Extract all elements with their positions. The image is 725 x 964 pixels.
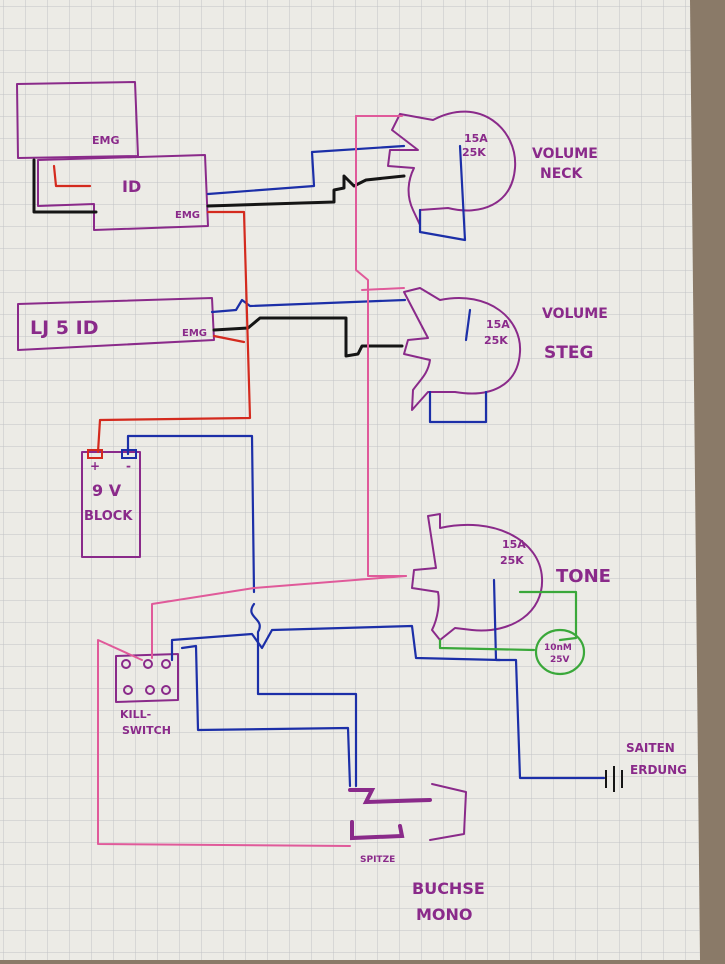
- jack-name-1: BUCHSE: [412, 879, 485, 898]
- battery-terminal-minus: [121, 449, 137, 459]
- blue-wire-steg-hot: [210, 298, 407, 314]
- green-wire-cap: [518, 590, 578, 642]
- paper-grid: [0, 0, 700, 960]
- battery-outline: [81, 451, 141, 558]
- blue-wire-bus: [250, 602, 358, 788]
- killswitch-lug-4: [123, 685, 133, 695]
- volume-steg-name-1: VOLUME: [542, 306, 608, 322]
- tone-pot: [411, 513, 544, 641]
- battery-terminal-plus: [87, 449, 103, 459]
- blue-wire-tone-wiper: [492, 578, 606, 780]
- green-wire-cap-lug: [438, 638, 536, 652]
- killswitch-lug-2: [143, 659, 153, 669]
- jack-tip-contact: [350, 820, 405, 841]
- volume-steg-value-1: 15A: [486, 318, 510, 331]
- jack-name-2: MONO: [416, 905, 473, 924]
- blue-wire-tone-ground: [170, 624, 502, 662]
- blue-wire-neck-hot: [206, 144, 406, 196]
- tone-value-2: 25K: [500, 554, 524, 567]
- neck-pickup-outline-top: [16, 81, 139, 159]
- battery-label-1: 9 V: [92, 481, 122, 500]
- battery-minus-label: -: [126, 459, 131, 473]
- black-wire-neck-pickup: [32, 158, 98, 214]
- killswitch-lug-1: [121, 659, 131, 669]
- jack-body-outline: [429, 783, 467, 841]
- pink-wire-steg-lug: [361, 287, 405, 291]
- blue-wire-neck-lug: [418, 144, 467, 242]
- volume-neck-name-1: VOLUME: [532, 146, 598, 162]
- jack-sleeve-contact: [348, 788, 432, 805]
- capacitor-value-2: 25V: [550, 655, 570, 665]
- killswitch-lug-5: [145, 685, 155, 695]
- pink-wire-ground-bus: [355, 115, 407, 577]
- volume-neck-value-2: 25K: [462, 146, 486, 159]
- red-wire-steg-pickup: [212, 334, 246, 344]
- killswitch-label-2: SWITCH: [122, 724, 171, 737]
- killswitch-lug-3: [161, 659, 171, 669]
- tone-name: TONE: [556, 566, 611, 587]
- bridge-pickup-outline: [17, 297, 215, 351]
- killswitch-lug-6: [161, 685, 171, 695]
- bridge-pickup-label-out: EMG: [182, 328, 207, 339]
- blue-wire-steg-wiper: [464, 308, 472, 342]
- killswitch-label-1: KILL-: [120, 708, 151, 721]
- blue-wire-kill-to-jack: [180, 644, 352, 788]
- neck-pickup-label-model: ID: [122, 177, 141, 196]
- neck-pickup-label-top: EMG: [92, 134, 120, 147]
- ground-label-2: ERDUNG: [630, 763, 687, 777]
- jack-tip-label: SPITZE: [360, 855, 395, 865]
- red-wire-neck-pickup: [52, 164, 92, 188]
- battery-label-2: BLOCK: [84, 509, 133, 524]
- neck-pickup-outline-main: [37, 154, 209, 231]
- black-wire-neck-out: [206, 174, 406, 208]
- pink-wire-switch-ground: [151, 575, 407, 659]
- volume-steg-value-2: 25K: [484, 334, 508, 347]
- volume-neck-name-2: NECK: [540, 166, 584, 182]
- capacitor-value-1: 10nM: [544, 643, 572, 653]
- ground-symbol: [605, 766, 623, 792]
- volume-neck-pot: [387, 110, 517, 226]
- tone-capacitor: [534, 628, 586, 676]
- neck-pickup-label-out: EMG: [175, 210, 200, 221]
- killswitch-outline: [115, 653, 179, 703]
- blue-wire-battery-minus: [126, 434, 256, 594]
- pink-wire-jack-sleeve: [97, 639, 351, 847]
- red-wire-battery-plus: [96, 210, 252, 454]
- black-wire-steg-out: [212, 316, 404, 358]
- blue-wire-steg-lug: [428, 390, 488, 424]
- tone-value-1: 15A: [502, 538, 526, 551]
- volume-neck-value-1: 15A: [464, 132, 488, 145]
- volume-steg-name-2: STEG: [544, 343, 593, 363]
- ground-label-1: SAITEN: [626, 741, 675, 755]
- battery-plus-label: +: [90, 459, 100, 473]
- volume-steg-pot: [403, 287, 522, 411]
- bridge-pickup-label-model: LJ 5 ID: [30, 317, 98, 339]
